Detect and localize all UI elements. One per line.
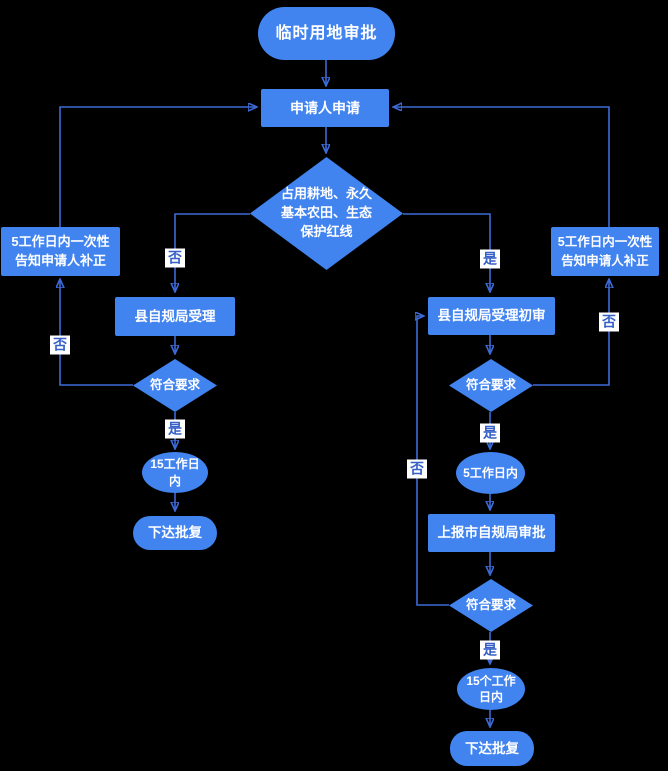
connector-notify-right-apply: [394, 107, 610, 227]
node-notify-right: 5工作日内一次性 告知申请人补正: [551, 227, 659, 276]
edge-label-no-decision-left: 否: [165, 248, 185, 268]
connector-decision-accept-left: [175, 213, 250, 291]
node-accept-left: 县自规局受理: [115, 297, 235, 336]
node-main-decision: 占用耕地、永久 基本农田、生态 保护红线: [250, 157, 403, 270]
node-check-left: 符合要求: [133, 359, 217, 412]
node-start: 临时用地审批: [258, 7, 395, 60]
node-report-right: 上报市自规局审批: [428, 514, 555, 552]
connector-check-left-notify-left: [60, 280, 133, 386]
node-accept-right: 县自规局受理初审: [428, 297, 555, 335]
edge-label-no-check-right2: 否: [407, 459, 427, 479]
node-days5-right: 5工作日内: [456, 452, 525, 494]
node-days15-left: 15工作日 内: [142, 452, 208, 493]
node-issue-left: 下达批复: [133, 516, 217, 550]
node-notify-left: 5工作日内一次性 告知申请人补正: [1, 227, 120, 276]
edge-label-yes-check-left: 是: [165, 419, 185, 439]
node-applicant-apply: 申请人申请: [261, 89, 389, 127]
node-issue-right: 下达批复: [450, 731, 534, 766]
edge-label-no-check-left: 否: [50, 335, 70, 355]
edge-label-no-check-right1: 否: [599, 312, 619, 332]
check-right1-text: 符合要求: [465, 378, 516, 393]
edge-label-yes-decision-right: 是: [480, 249, 500, 269]
node-check-right1: 符合要求: [449, 359, 533, 412]
edge-label-yes-check-right2: 是: [480, 640, 500, 660]
check-right2-text: 符合要求: [465, 598, 516, 613]
edge-label-yes-check-right1: 是: [480, 423, 500, 443]
node-days15-right: 15个工作 日内: [457, 668, 525, 710]
node-check-right2: 符合要求: [449, 579, 533, 632]
connector-decision-accept-right: [403, 213, 490, 291]
connector-notify-left-apply: [59, 107, 256, 227]
check-left-text: 符合要求: [149, 378, 200, 393]
main-decision-text: 占用耕地、永久 基本农田、生态 保护红线: [280, 186, 372, 239]
